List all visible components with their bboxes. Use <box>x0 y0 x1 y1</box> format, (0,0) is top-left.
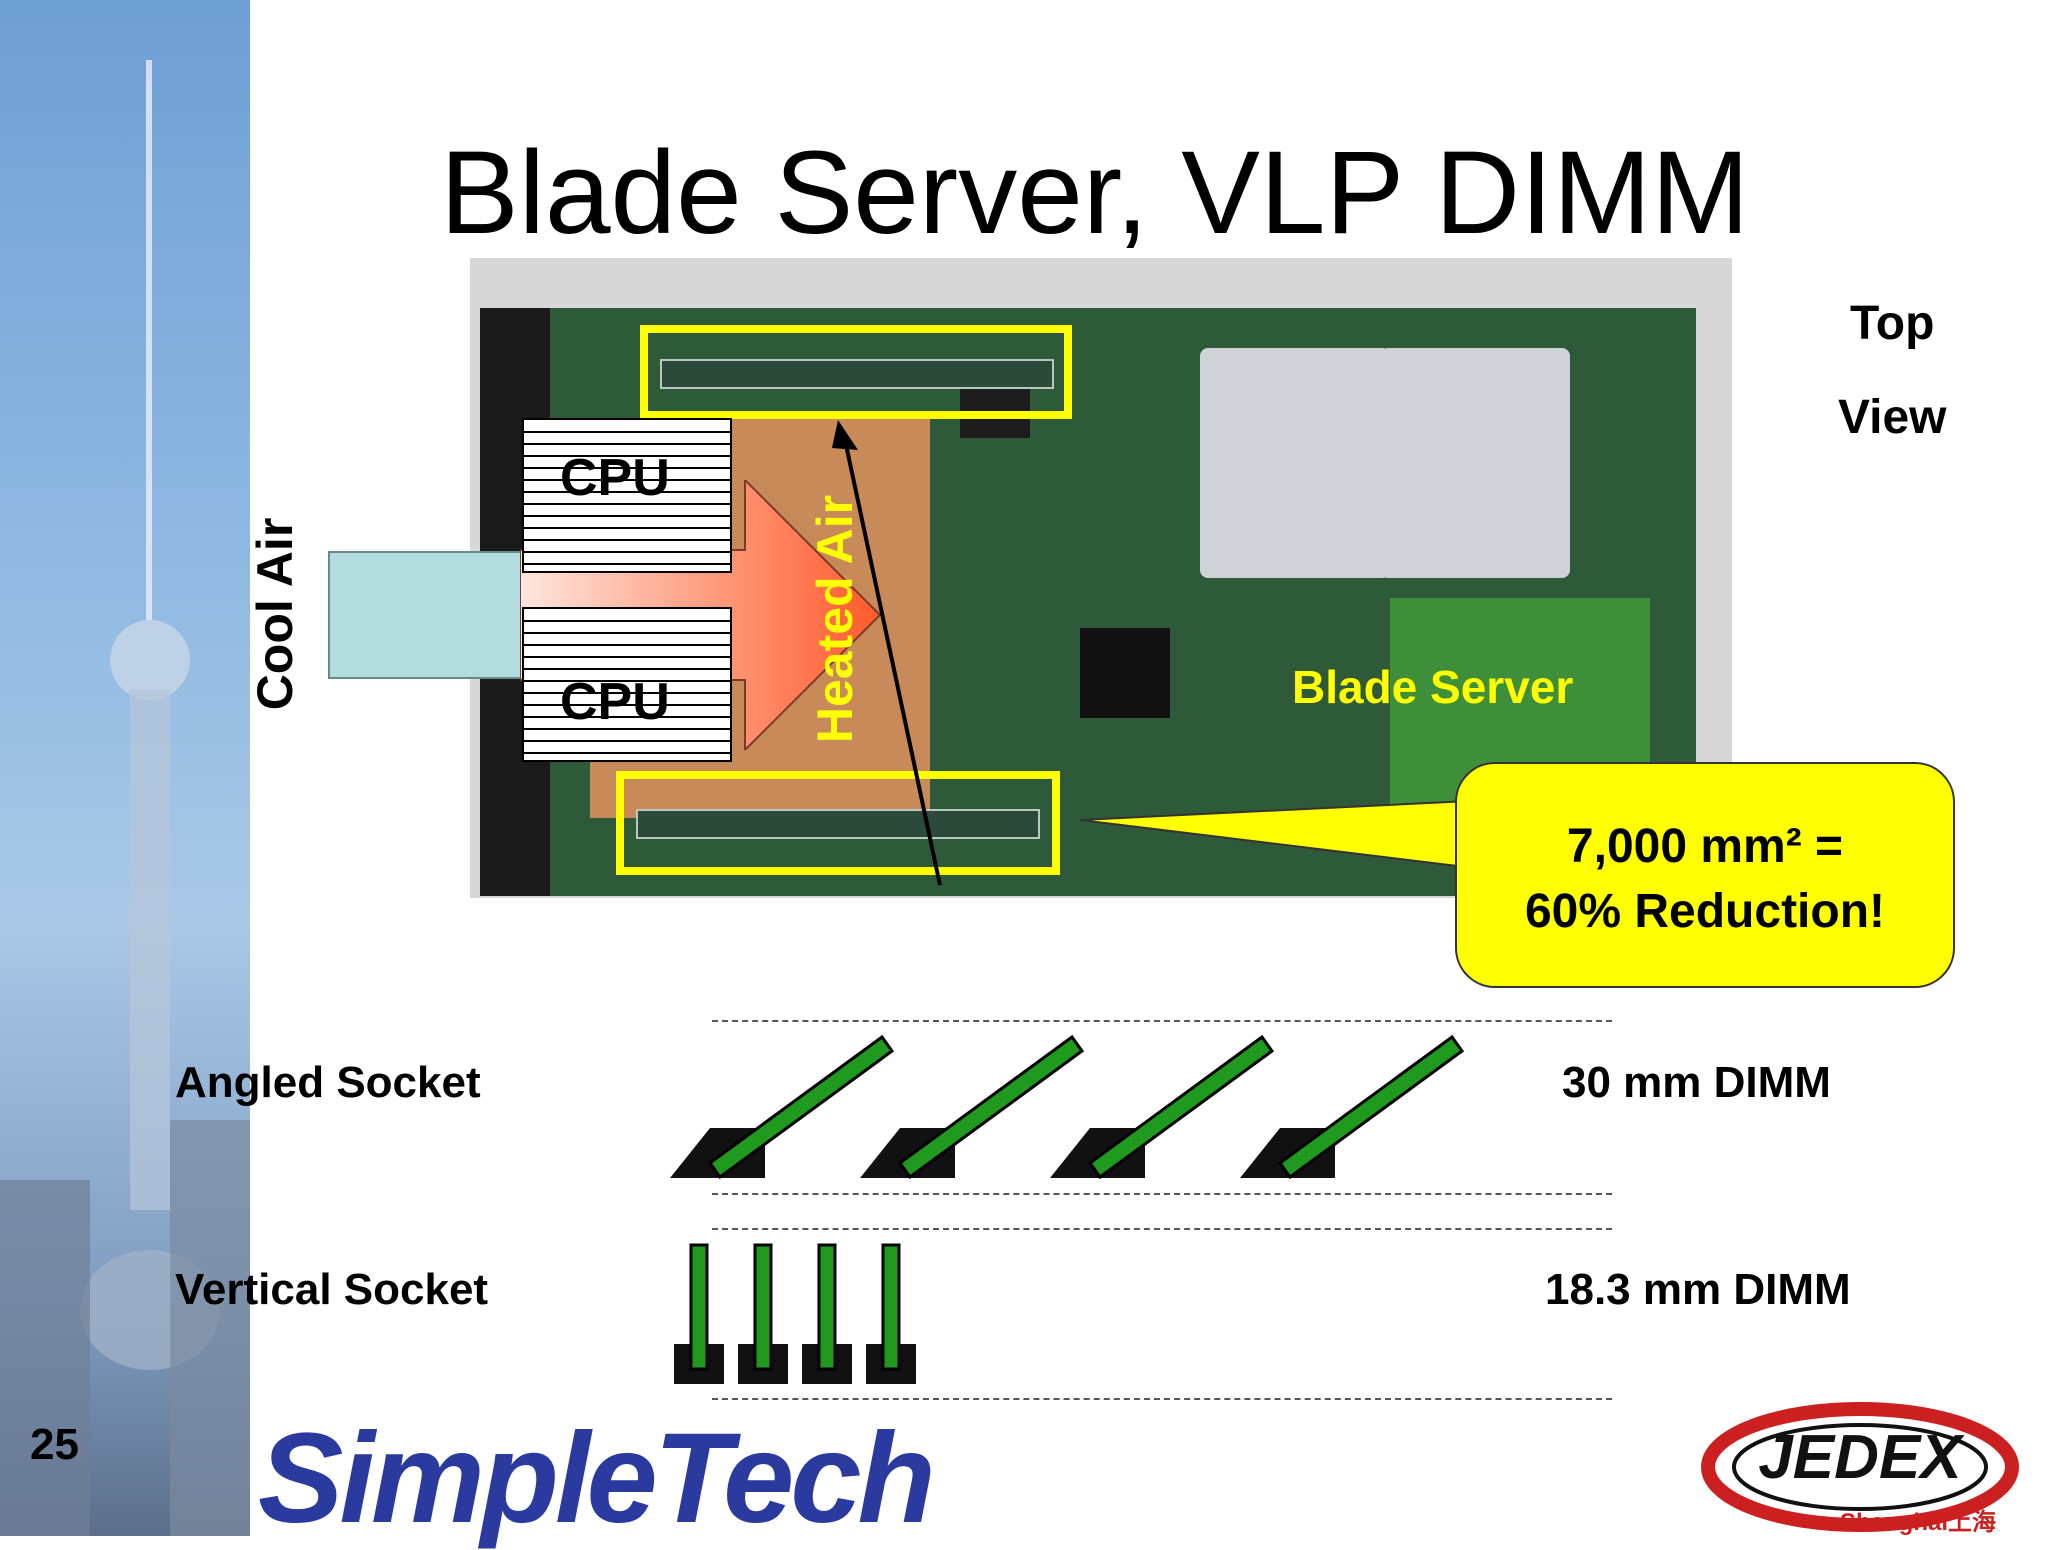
guide-line-3 <box>712 1228 1612 1230</box>
jedex-wordmark: JEDEX <box>1758 1423 1962 1492</box>
dimm-highlight-bottom <box>616 771 1060 875</box>
vertical-dimm <box>674 1243 724 1384</box>
reduction-callout: 7,000 mm² = 60% Reduction! <box>1455 762 1955 988</box>
jedex-subtitle: Shanghai上海 <box>1840 1509 1997 1536</box>
callout-line-2: 60% Reduction! <box>1524 885 1886 938</box>
cool-air-label-wrap: Cool Air <box>245 500 305 720</box>
cpu-heatsink-top <box>522 418 732 573</box>
angled-socket-diagram <box>670 1034 1465 1180</box>
angled-dimm <box>670 1034 895 1180</box>
vertical-socket-diagram <box>674 1243 916 1384</box>
guide-line-1 <box>712 1020 1612 1022</box>
tower-illustration <box>0 60 250 1536</box>
angled-dimm <box>860 1034 1085 1180</box>
top-label: Top <box>1850 297 1935 350</box>
vertical-dimm <box>802 1243 852 1384</box>
vertical-dimm-label: 18.3 mm DIMM <box>1545 1265 1851 1314</box>
vertical-dimm <box>866 1243 916 1384</box>
cool-air-arrow <box>328 551 528 679</box>
angled-dimm-label: 30 mm DIMM <box>1562 1058 1831 1107</box>
slide-number: 25 <box>30 1420 79 1469</box>
background-tower-image <box>0 0 250 1536</box>
angled-dimm <box>1240 1034 1465 1180</box>
jedex-logo: JEDEX Shanghai上海 <box>1700 1402 2020 1536</box>
callout-line-1: 7,000 mm² = <box>1566 820 1844 873</box>
cpu-label-top: CPU <box>560 449 670 507</box>
vertical-socket-label: Vertical Socket <box>175 1265 489 1314</box>
angled-socket-label: Angled Socket <box>175 1058 481 1107</box>
jedex-swoosh <box>1701 1402 2019 1532</box>
guide-line-2 <box>712 1193 1612 1195</box>
blade-server-label: Blade Server <box>1292 661 1574 713</box>
view-label: View <box>1838 391 1947 444</box>
dimm-slot-top <box>660 359 1054 389</box>
airflow-arrow-line <box>832 420 942 886</box>
cpu-label-bottom: CPU <box>560 673 670 731</box>
callout-pointer <box>1080 798 1491 872</box>
dimm-highlight-top <box>640 325 1072 419</box>
angled-dimm <box>1050 1034 1275 1180</box>
cool-air-label: Cool Air <box>247 517 303 711</box>
vertical-dimm <box>738 1243 788 1384</box>
cpu-heatsink-bottom <box>522 607 732 762</box>
simpletech-logo: SimpleTech <box>258 1407 936 1550</box>
slide-title: Blade Server, VLP DIMM <box>440 127 1750 259</box>
guide-line-4 <box>712 1398 1612 1400</box>
dimm-slot-bottom <box>636 809 1040 839</box>
